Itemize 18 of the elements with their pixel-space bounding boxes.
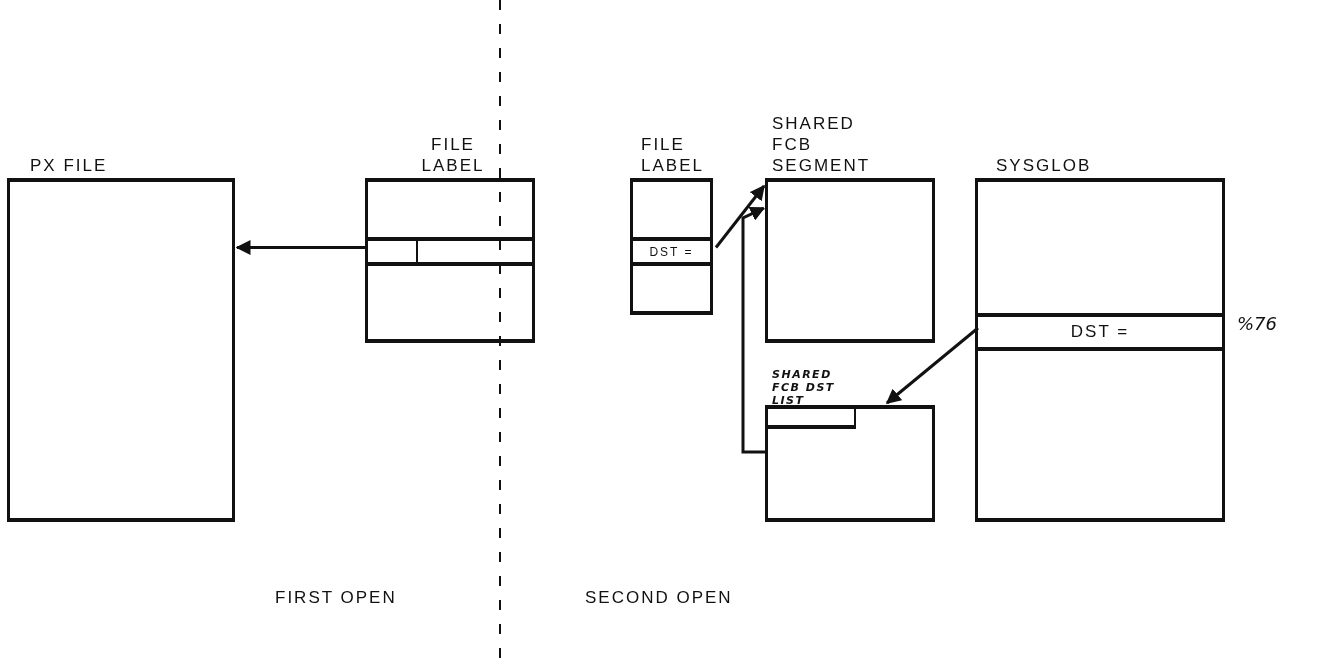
memory-field-row	[633, 237, 710, 266]
block-title: SHARED FCB DST LIST	[772, 368, 836, 407]
block-title: SYSGLOB	[996, 155, 1093, 176]
memory-segment-field	[768, 409, 856, 429]
block-title: FILE LABEL	[641, 134, 705, 176]
arrow	[235, 240, 368, 255]
block-title: FILE LABEL	[420, 134, 486, 176]
arrow	[885, 326, 979, 405]
value-note: %76	[1237, 313, 1277, 334]
block-title: PX FILE	[30, 155, 109, 176]
memory-segment-field	[368, 237, 532, 266]
section-label: FIRST OPEN	[275, 588, 397, 608]
arrow	[741, 206, 766, 454]
arrow	[714, 184, 766, 249]
block-title: SHARED FCB SEGMENT	[772, 113, 872, 176]
section-label: SECOND OPEN	[585, 588, 733, 608]
field-label: DST =	[1070, 322, 1130, 342]
field-label: DST =	[649, 244, 694, 259]
